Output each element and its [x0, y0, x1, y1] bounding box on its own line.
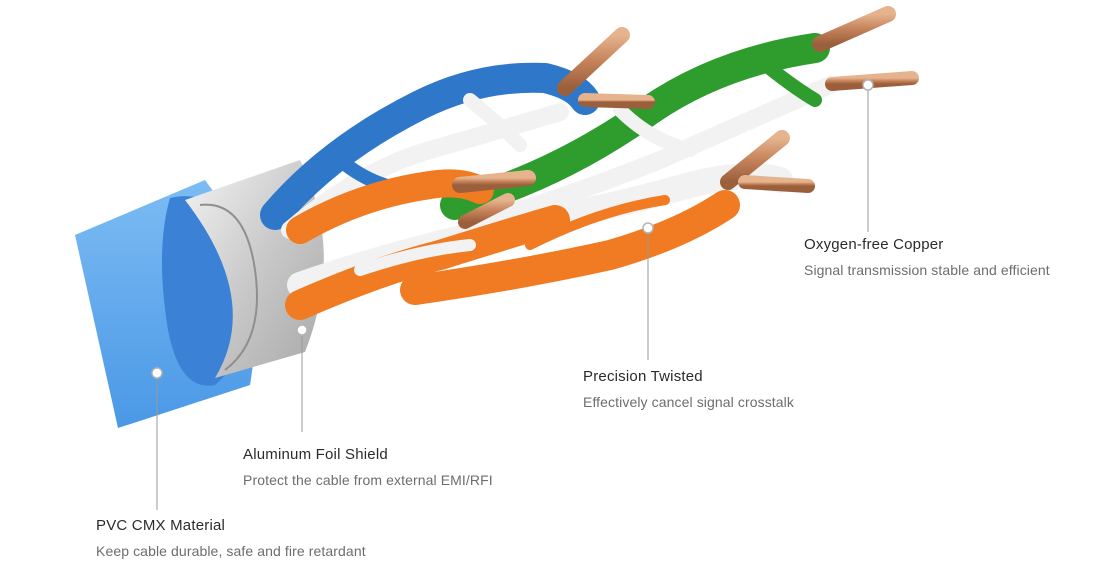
callout-title: PVC CMX Material [96, 517, 226, 534]
callout-subtitle: Protect the cable from external EMI/RFI [243, 472, 493, 488]
leader-twisted [642, 222, 654, 360]
callout-title: Oxygen-free Copper [804, 236, 944, 253]
leader-pvc [151, 367, 163, 510]
callout-subtitle: Signal transmission stable and efficient [804, 262, 1050, 278]
callout-copper: Oxygen-free Copper Signal transmission s… [804, 236, 1050, 278]
callout-subtitle: Keep cable durable, safe and fire retard… [96, 543, 366, 559]
callout-subtitle: Effectively cancel signal crosstalk [583, 394, 794, 410]
leader-foil [296, 324, 308, 432]
callout-twisted: Precision Twisted Effectively cancel sig… [583, 368, 794, 410]
callout-title: Aluminum Foil Shield [243, 446, 388, 463]
callout-title: Precision Twisted [583, 368, 703, 385]
leader-copper [862, 79, 874, 232]
callout-foil: Aluminum Foil Shield Protect the cable f… [243, 446, 493, 488]
callout-pvc: PVC CMX Material Keep cable durable, saf… [96, 517, 366, 559]
